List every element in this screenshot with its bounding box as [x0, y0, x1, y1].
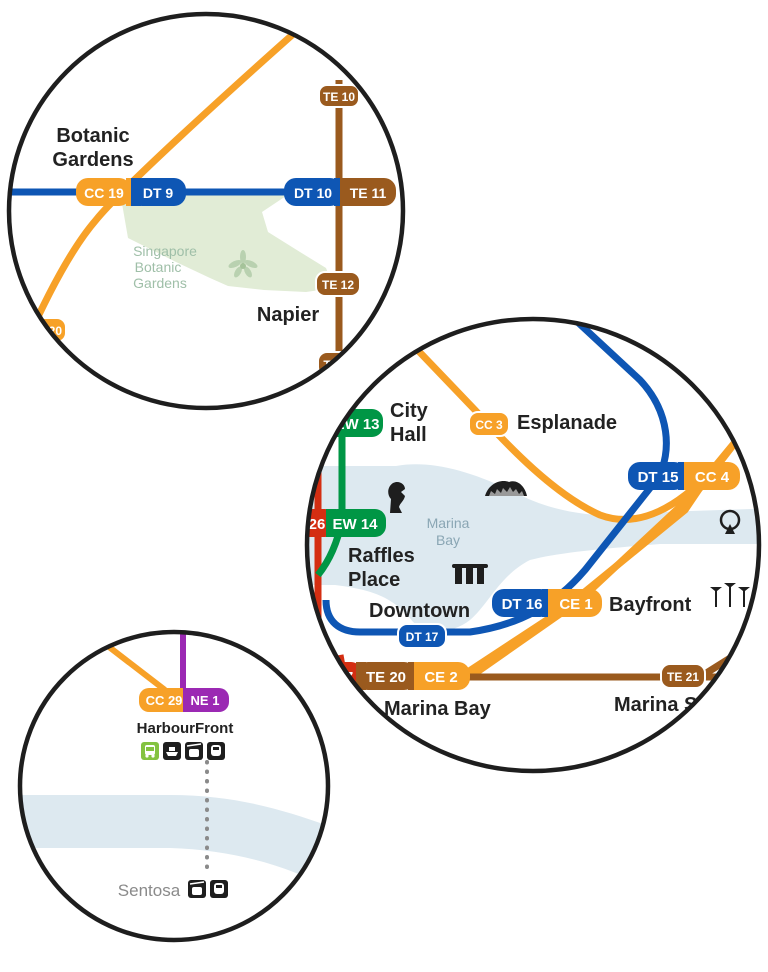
- water-label-line2: Bay: [436, 532, 460, 548]
- station-badge-dt17[interactable]: DT 17: [397, 623, 447, 649]
- badge-dt10: DT 10: [294, 185, 332, 201]
- badge-cc4: CC 4: [695, 469, 730, 486]
- interchange-botanic-gardens[interactable]: CC 19 DT 9: [76, 178, 186, 206]
- circle-line-track: [21, 24, 304, 349]
- badge-ce1: CE 1: [559, 596, 592, 613]
- station-name-marina-bay: Marina Bay: [384, 698, 492, 720]
- merlion-icon: [388, 481, 405, 513]
- badge-label: TE 21: [667, 670, 699, 684]
- station-name-marina-south: Marina S: [614, 694, 697, 716]
- orchid-icon: [228, 250, 258, 278]
- park-label-line1: Singapore: [133, 243, 197, 259]
- badge-te11: TE 11: [350, 185, 387, 201]
- station-name-botanic-gardens-line2: Gardens: [52, 149, 133, 171]
- station-badge-te21[interactable]: TE 21: [660, 663, 706, 689]
- station-badge-cc3[interactable]: CC 3: [468, 411, 510, 437]
- badge-dt15: DT 15: [638, 469, 679, 486]
- map-inset-harbourfront: CC 29 NE 1 HarbourFront: [17, 629, 331, 943]
- badge-ce2: CE 2: [424, 669, 457, 686]
- bus-icon: [141, 742, 159, 760]
- station-badge-te12[interactable]: TE 12: [315, 271, 361, 297]
- interchange-stevens[interactable]: DT 10 TE 11: [284, 178, 396, 206]
- station-name-harbourfront: HarbourFront: [137, 720, 234, 737]
- badge-ew14: EW 14: [332, 516, 378, 533]
- interchange-marina-bay[interactable]: 7 TE 20 CE 2: [316, 662, 470, 690]
- badge-dt16: DT 16: [502, 596, 543, 613]
- park-label-line2: Botanic: [135, 259, 182, 275]
- circle-line-track: [98, 637, 167, 693]
- botanic-gardens-park-area: [120, 192, 334, 292]
- badge-label: DT 17: [406, 630, 439, 644]
- map-inset-botanic-gardens: TE 10 CC 19 DT 9 DT 10 TE 11 TE 12: [6, 11, 406, 411]
- station-name-botanic-gardens-line1: Botanic: [56, 125, 129, 147]
- station-name-city-hall-line1: City: [390, 400, 429, 422]
- cable-car-icon: [188, 880, 206, 898]
- station-name-raffles-place-line1: Raffles: [348, 545, 415, 567]
- marina-bay-sands-icon: [452, 564, 488, 584]
- sea-channel-water: [20, 795, 328, 895]
- badge-label: TE 10: [323, 90, 355, 104]
- esplanade-theatre-icon: [485, 481, 527, 496]
- ferry-icon: [163, 742, 181, 760]
- singapore-flyer-icon: [719, 509, 741, 534]
- circle-line-track: [404, 336, 749, 523]
- station-name-downtown: Downtown: [369, 600, 470, 622]
- inset-border: [304, 316, 762, 774]
- station-name-napier: Napier: [257, 304, 319, 326]
- marina-bay-water: [307, 464, 759, 632]
- interchange-raffles-place[interactable]: 26 EW 14: [296, 509, 386, 537]
- station-name-sentosa: Sentosa: [118, 881, 181, 900]
- gardens-by-the-bay-icon: [710, 583, 750, 607]
- badge-cc19: CC 19: [84, 185, 124, 201]
- badge-ns26: 26: [309, 516, 326, 533]
- monorail-icon: [210, 880, 228, 898]
- park-label-line3: Gardens: [133, 275, 187, 291]
- station-name-city-hall-line2: Hall: [390, 424, 427, 446]
- map-inset-marina-bay: EW 13 CC 3 DT 15 CC 4 26 EW 14: [296, 316, 762, 774]
- monorail-icon: [207, 742, 225, 760]
- inset-border: [6, 11, 406, 411]
- badge-te20: TE 20: [366, 669, 406, 686]
- inset-border: [17, 629, 331, 943]
- badge-cc29: CC 29: [146, 693, 183, 708]
- interchange-bayfront[interactable]: DT 16 CE 1: [492, 589, 602, 617]
- interchange-harbourfront[interactable]: CC 29 NE 1: [139, 688, 229, 712]
- station-name-bayfront: Bayfront: [609, 594, 692, 616]
- station-badge-te10: TE 10: [318, 84, 360, 108]
- station-name-esplanade: Esplanade: [517, 412, 617, 434]
- badge-label: TE 12: [322, 278, 354, 292]
- badge-label: CC 3: [475, 418, 503, 432]
- interchange-promenade[interactable]: DT 15 CC 4: [628, 462, 740, 490]
- cable-car-icon: [185, 742, 203, 760]
- badge-ne1: NE 1: [191, 693, 220, 708]
- station-name-raffles-place-line2: Place: [348, 569, 400, 591]
- water-label-line1: Marina: [427, 515, 470, 531]
- badge-dt9: DT 9: [143, 185, 174, 201]
